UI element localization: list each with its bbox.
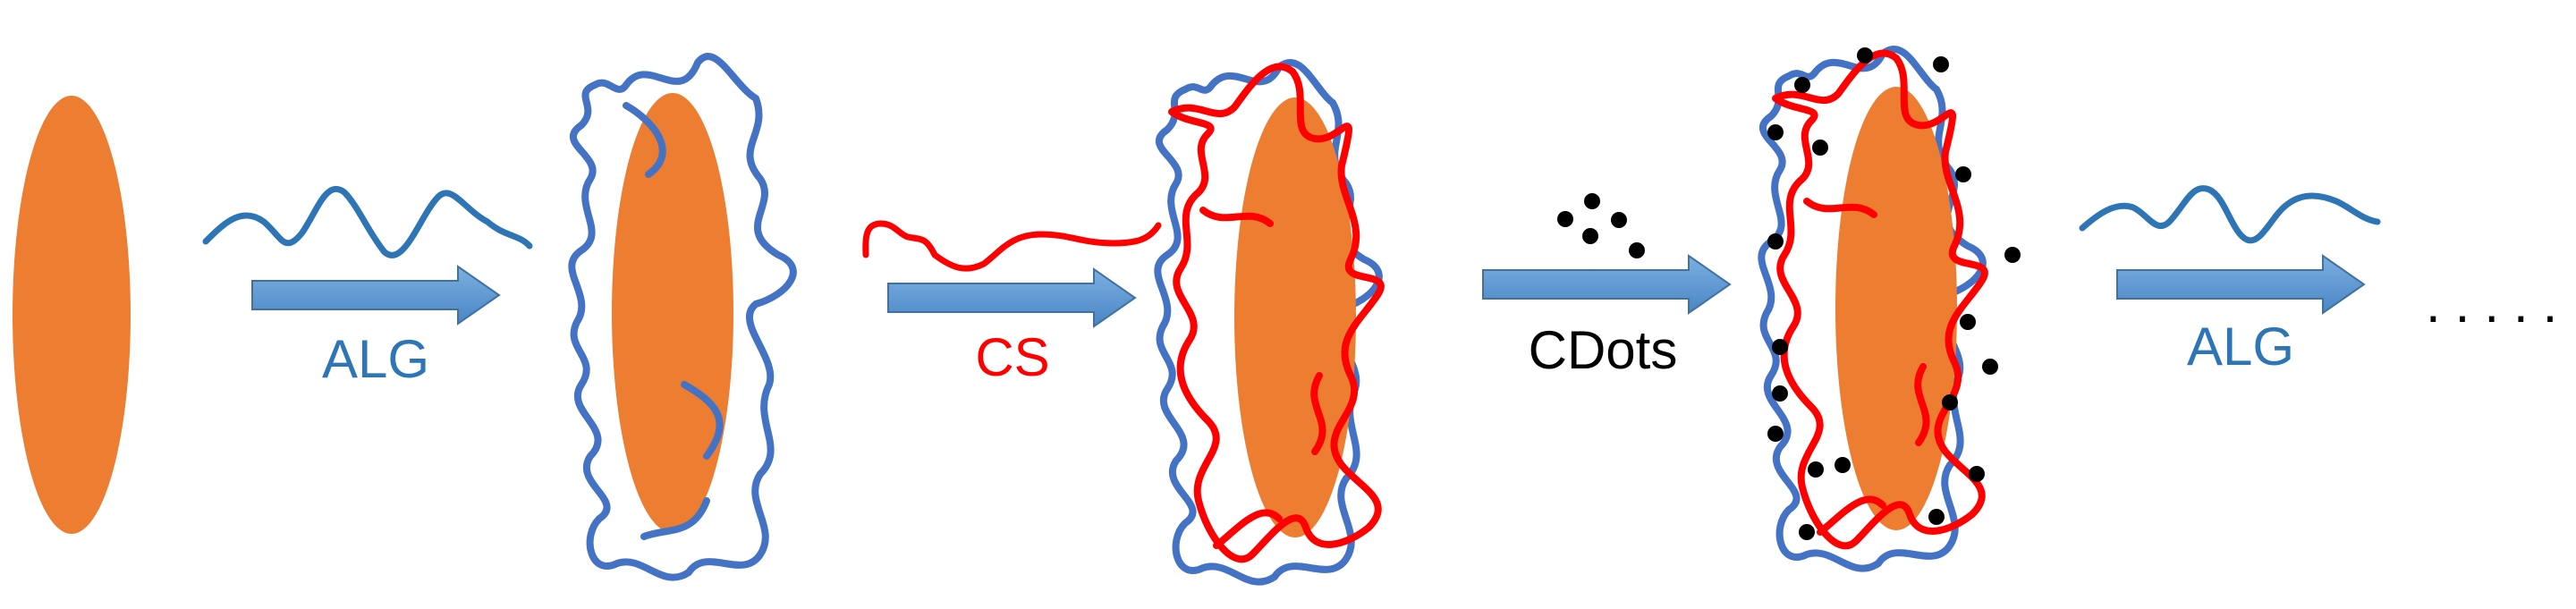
alg-label-2: ALG bbox=[2187, 317, 2294, 376]
cdot-bound bbox=[1772, 385, 1788, 402]
cs-coating-stage-4 bbox=[1772, 49, 1988, 550]
cdot-bound bbox=[1928, 509, 1945, 525]
cdot-free bbox=[1629, 242, 1645, 258]
cdot-bound bbox=[1794, 77, 1810, 93]
cdots-free-group bbox=[1557, 193, 1645, 258]
alg-polymer-strand-1 bbox=[202, 186, 533, 258]
cdot-bound bbox=[2004, 247, 2021, 263]
cdots-label: CDots bbox=[1529, 320, 1678, 380]
cdot-bound bbox=[1982, 359, 1998, 375]
cdot-bound bbox=[1767, 233, 1784, 250]
cdot-bound bbox=[1942, 394, 1958, 410]
cdot-bound bbox=[1933, 56, 1949, 72]
cs-label: CS bbox=[975, 327, 1049, 387]
cs-coating-front-stage-4 bbox=[1803, 198, 1930, 536]
cdot-free bbox=[1557, 211, 1573, 227]
cdot-free bbox=[1611, 212, 1627, 228]
alg-coating-front-stage-2 bbox=[623, 102, 724, 540]
alg-coating-stage-3 bbox=[1154, 59, 1383, 586]
cdot-bound bbox=[1960, 314, 1976, 330]
arrow-alg-1 bbox=[251, 265, 501, 326]
cdot-bound bbox=[1812, 140, 1828, 156]
cdot-free bbox=[1584, 193, 1600, 209]
cdot-bound bbox=[1835, 457, 1851, 473]
cdot-bound bbox=[1799, 524, 1815, 540]
particle-stage-4 bbox=[1758, 46, 2021, 572]
cdot-bound bbox=[1857, 47, 1873, 63]
cdot-bound bbox=[1808, 461, 1824, 478]
alg-polymer-strand-2 bbox=[2079, 185, 2381, 244]
particle-stage-2 bbox=[568, 53, 797, 581]
core-particle-stage-2 bbox=[612, 93, 733, 533]
cs-polymer-strand bbox=[862, 220, 1162, 272]
cdot-bound bbox=[1772, 339, 1788, 355]
alg-label-1: ALG bbox=[322, 329, 429, 389]
arrow-cs bbox=[887, 267, 1137, 328]
continuation-ellipsis: ..... bbox=[2426, 274, 2572, 334]
cdot-bound bbox=[1767, 124, 1784, 140]
cdot-bound bbox=[1969, 466, 1985, 482]
alg-coating-stage-4 bbox=[1758, 46, 1987, 572]
cs-coating-front-stage-3 bbox=[1199, 207, 1326, 549]
core-particle-stage-4 bbox=[1835, 87, 1957, 530]
cdot-bound bbox=[1955, 166, 1971, 182]
arrow-cdots bbox=[1482, 254, 1732, 315]
core-particle-stage-1 bbox=[13, 96, 131, 534]
cdot-bound bbox=[1767, 426, 1784, 442]
arrow-alg-2 bbox=[2116, 254, 2366, 315]
core-particle-stage-3 bbox=[1234, 97, 1356, 537]
alg-coating-stage-2 bbox=[568, 53, 797, 581]
particle-stage-3 bbox=[1154, 59, 1385, 586]
cs-coating-stage-3 bbox=[1168, 63, 1385, 563]
cdot-free bbox=[1582, 228, 1598, 244]
